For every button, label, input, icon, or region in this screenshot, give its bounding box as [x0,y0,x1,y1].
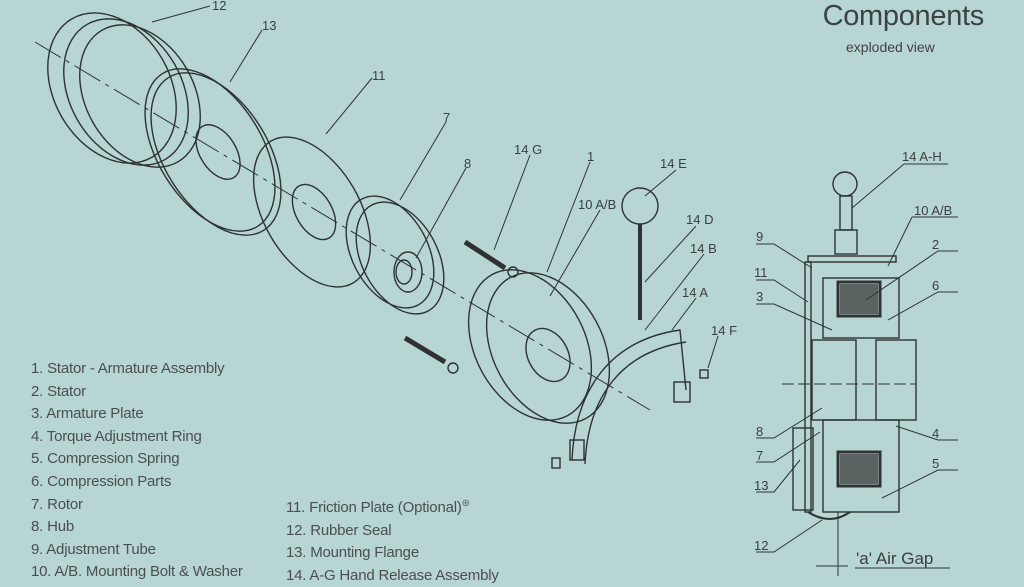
legend-item: 5. Compression Spring [31,450,180,468]
cross-section-drawing [782,171,917,576]
legend-item: 11. Friction Plate (Optional) [286,499,462,516]
page-subtitle: exploded view [846,39,935,55]
legend-item: 8. Hub [31,518,74,536]
legend-item: 7. Rotor [31,495,83,513]
page-title: Components [822,0,985,32]
callout-8: 8 [464,156,471,171]
legend-item: 2. Stator [31,382,86,400]
callout-14e: 14 E [660,156,687,171]
section-leader-lines [756,163,958,569]
section-callout-3: 3 [756,289,763,304]
callout-14b: 14 B [690,241,717,256]
section-callout-2: 2 [932,237,939,252]
section-callout-6: 6 [932,278,939,293]
legend-item: 3. Armature Plate [31,405,144,423]
exploded-labels: 12 13 11 7 8 14 G 1 10 A/B 14 E 14 D 14 … [212,0,737,338]
legend-column-1: 1. Stator - Armature Assembly 2. Stator … [31,358,243,584]
exploded-leader-lines [151,5,719,369]
section-callout-4: 4 [932,426,939,441]
callout-14d: 14 D [686,212,713,227]
section-labels: 14 A-H 10 A/B 9 2 11 3 6 8 4 7 5 13 12 '… [754,149,952,568]
legend-item: 4. Torque Adjustment Ring [31,427,202,445]
legend-item: 10. A/B. Mounting Bolt & Washer [31,563,243,581]
section-callout-5: 5 [932,456,939,471]
legend-item: 9. Adjustment Tube [31,540,156,558]
legend-item: 12. Rubber Seal [286,521,392,539]
section-callout-10ab: 10 A/B [914,203,952,218]
callout-13: 13 [262,18,276,33]
legend-column-2: 11. Friction Plate (Optional)⊕ 12. Rubbe… [286,493,499,587]
callout-7: 7 [443,110,450,125]
center-axis [34,41,651,411]
callout-14g: 14 G [514,142,542,157]
hand-release-parts [551,187,709,469]
optional-mark-icon: ⊕ [461,498,470,509]
section-callout-13: 13 [754,478,768,493]
mounting-bolts [403,239,519,374]
callout-10ab: 10 A/B [578,197,616,212]
air-gap-label: 'a' Air Gap [856,549,933,568]
callout-1: 1 [587,149,594,164]
section-callout-12: 12 [754,538,768,553]
legend-item: 1. Stator - Armature Assembly [31,360,225,377]
rotor-part [345,195,445,315]
callout-11: 11 [372,68,386,83]
callout-14f: 14 F [711,323,737,338]
legend-item: 13. Mounting Flange [286,544,419,562]
mounting-flange-part [144,68,282,236]
legend-item-with-mark: 11. Friction Plate (Optional)⊕ [286,493,499,520]
section-callout-11: 11 [754,265,768,280]
section-callout-9: 9 [756,229,763,244]
section-callout-8: 8 [756,424,763,439]
section-callout-14ah: 14 A-H [902,149,942,164]
legend-item: 6. Compression Parts [31,472,172,490]
callout-14a: 14 A [682,285,708,300]
callout-12: 12 [212,0,226,13]
friction-plate-part [252,136,372,288]
stator-armature-assembly-part [467,269,611,424]
hub-part [393,251,423,293]
section-callout-7: 7 [756,448,763,463]
